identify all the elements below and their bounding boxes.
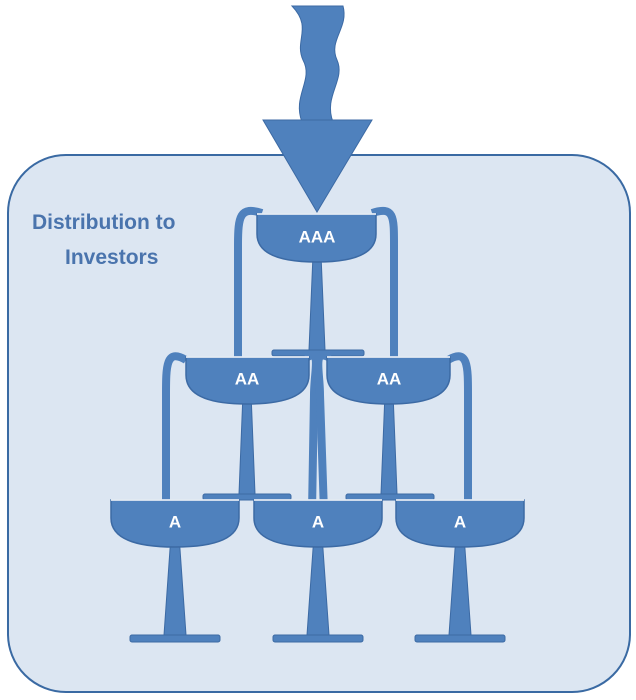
panel-title-line-2: Investors: [65, 246, 158, 269]
cup-aa-left: AA: [185, 356, 310, 405]
cup-aa-right: AA: [326, 356, 451, 405]
cup-a-left: A: [110, 499, 240, 548]
cup-label-aaa: AAA: [299, 227, 336, 246]
inflow-stream: [290, 5, 345, 123]
shelf-middle-right: [345, 493, 435, 501]
overflow-pipe-middle-right-inner: [314, 351, 332, 513]
cup-a-right: A: [395, 499, 525, 548]
cup-label-a-center: A: [312, 512, 324, 531]
overflow-pipe-middle-left-outer: [162, 352, 189, 512]
cup-aaa: AAA: [256, 213, 377, 263]
panel-title: Investors: [65, 246, 158, 269]
overflow-pipe-top-left: [234, 206, 264, 372]
panel-title: Distribution to: [32, 211, 175, 234]
cup-label-aa-right: AA: [377, 369, 402, 388]
overflow-pipe-top-right: [370, 206, 398, 372]
cup-label-aa-left: AA: [235, 369, 260, 388]
cup-a-center: A: [253, 499, 383, 548]
shelf-middle-left: [202, 493, 292, 501]
panel-title-line-1: Distribution to: [32, 211, 175, 234]
overflow-pipe-middle-right-outer: [445, 352, 472, 512]
inflow-arrow-head: [262, 119, 373, 213]
cup-label-a-left: A: [169, 512, 181, 531]
cup-label-a-right: A: [454, 512, 466, 531]
